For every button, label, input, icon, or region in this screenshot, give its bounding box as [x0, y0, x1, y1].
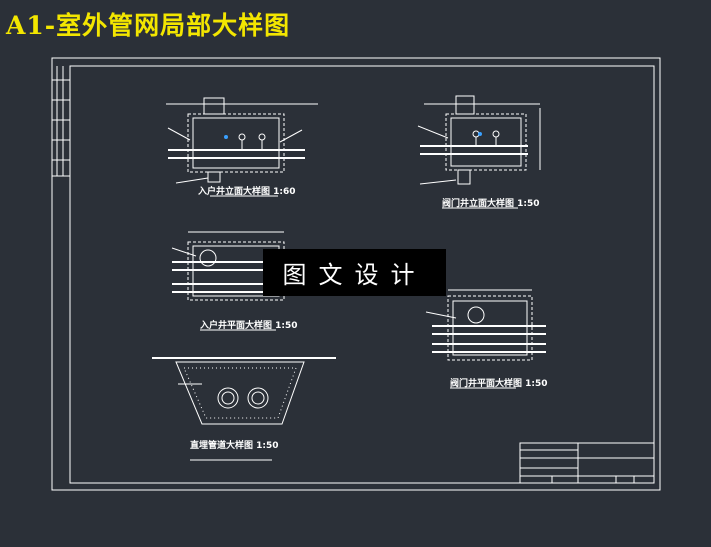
caption-trench: 直埋管道大样图 1:50 — [190, 439, 279, 451]
trench-section — [152, 357, 336, 461]
drawing-frame-outer — [51, 57, 661, 491]
caption-valve-plan: 阀门井平面大样图 1:50 — [450, 377, 548, 389]
caption-entry-elevation: 入户井立面大样图 1:60 — [197, 185, 296, 197]
drawing-frame-inner — [69, 65, 655, 484]
caption-entry-plan: 入户井平面大样图 1:50 — [199, 319, 298, 331]
valve-well-elevation — [417, 95, 541, 209]
valve-well-plan — [425, 289, 546, 389]
caption-valve-elevation: 阀门井立面大样图 1:50 — [442, 197, 540, 209]
watermark-banner: 图文设计 — [263, 249, 446, 296]
drawing-title: A1-室外管网局部大样图 — [6, 11, 291, 40]
binding-strip — [52, 66, 70, 177]
title-block — [519, 442, 655, 484]
entry-well-elevation — [166, 97, 318, 197]
